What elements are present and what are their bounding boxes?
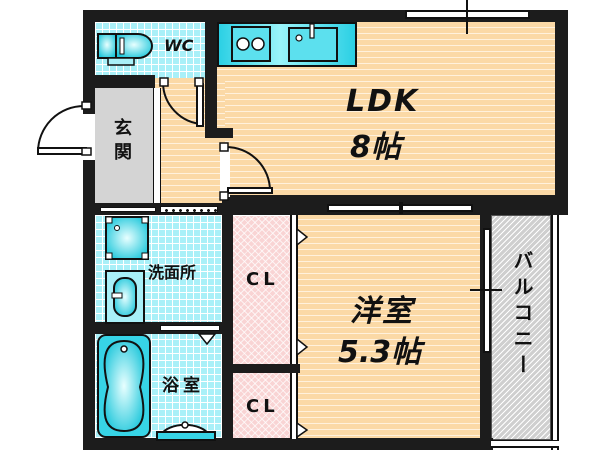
balcony-label: バルコニー (510, 250, 534, 380)
western-floor (298, 214, 480, 442)
sliding-door-divider (399, 202, 403, 214)
wall-wash-closet (222, 205, 233, 445)
wall-right-ldk (555, 10, 568, 215)
wall-hall-corner (205, 128, 233, 138)
closet1-floor (233, 216, 291, 364)
closet2-label: CL (246, 396, 279, 417)
wall-left-lower (83, 160, 95, 450)
balcony-bottom (489, 440, 559, 448)
bath-basin-icon (156, 421, 216, 441)
genkan-threshold (153, 88, 161, 203)
wall-left-wc (83, 40, 95, 80)
stove-icon (231, 26, 271, 62)
bath-label: 浴室 (162, 376, 204, 396)
door-swing-icon[interactable] (30, 100, 100, 170)
toilet-icon (97, 33, 153, 66)
window-mullion (470, 289, 502, 291)
closet2-door[interactable] (290, 373, 298, 439)
genkan-floor (95, 88, 155, 204)
ldk-size: 8帖 (350, 130, 401, 165)
western-label: 洋室 (350, 294, 414, 329)
door-swing-icon[interactable] (218, 140, 283, 205)
genkan-label: 玄関 (111, 118, 132, 166)
window-mullion (466, 0, 468, 34)
genkan-step (100, 207, 156, 212)
wall-left-upper (83, 10, 95, 48)
door-swing-icon[interactable] (155, 70, 215, 135)
washroom-door-dots[interactable] (160, 206, 218, 213)
washing-machine-icon (105, 216, 149, 260)
washroom-label: 洗面所 (148, 263, 197, 282)
hallway-floor (155, 78, 225, 208)
western-size: 5.3帖 (338, 335, 422, 370)
sink-icon (288, 23, 338, 62)
bathtub-icon (97, 334, 151, 438)
wall-closet-divider (233, 364, 300, 373)
balcony-rail (551, 205, 559, 450)
bath-door[interactable] (160, 325, 220, 331)
wall-wc-bottom (83, 75, 155, 88)
vent-marker-icon (198, 333, 217, 346)
closet2-floor (233, 373, 291, 440)
closet1-door[interactable] (290, 215, 298, 364)
washbasin-icon (105, 270, 145, 324)
wc-label: WC (164, 36, 194, 55)
ldk-label: LDK (346, 84, 420, 119)
closet1-label: CL (246, 269, 279, 290)
wall-wc-kitchen (205, 10, 217, 130)
balcony-floor (491, 215, 551, 440)
closet-door-markers (296, 227, 309, 439)
wall-bottom (83, 438, 493, 450)
